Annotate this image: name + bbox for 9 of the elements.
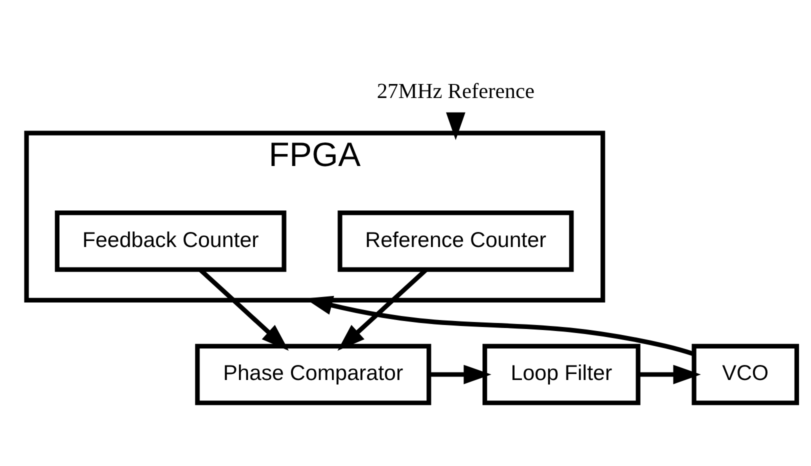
arrow (638, 364, 701, 384)
node-box: Reference Counter (338, 210, 574, 272)
node-text: 27MHz Reference (376, 78, 535, 103)
arrow (446, 112, 466, 140)
arrow (429, 364, 492, 384)
node-box: VCO (692, 343, 800, 405)
node-box: Feedback Counter (54, 210, 286, 272)
node-box: Phase Comparator (195, 343, 432, 405)
node-box: Loop Filter (482, 343, 640, 405)
